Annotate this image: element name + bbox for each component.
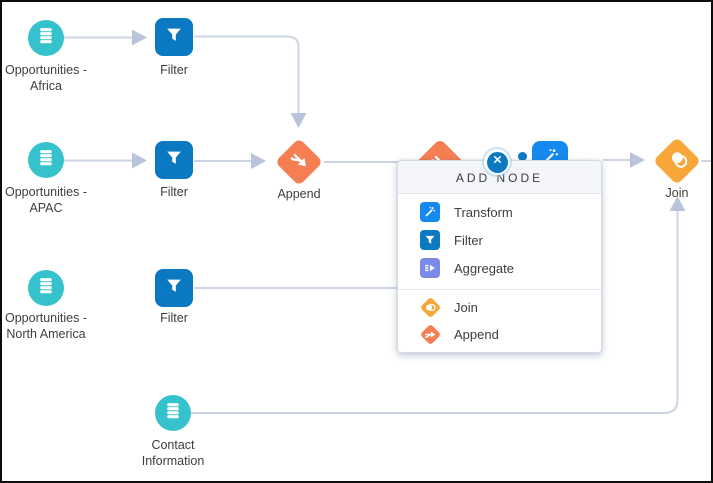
edge-plus-button[interactable] [518,152,527,161]
node-filter-2[interactable] [155,141,193,179]
aggregate-icon [420,258,440,278]
dataset-icon [36,148,56,173]
node-label-opportunities-apac: Opportunities -APAC [5,185,87,215]
menu-item-label: Append [454,326,499,342]
menu-item-append[interactable]: Append [398,322,601,346]
node-opportunities-north-america[interactable] [28,270,64,306]
menu-item-aggregate[interactable]: Aggregate [398,256,601,280]
append-icon [282,145,317,180]
node-label-append: Append [277,187,321,201]
node-label-join: Join [665,186,689,200]
node-label-filter-2: Filter [160,185,188,199]
close-button[interactable] [482,147,512,177]
node-filter-3[interactable] [155,269,193,307]
node-append[interactable] [274,137,324,187]
menu-item-label: Filter [454,232,483,248]
filter-icon [420,230,440,250]
node-filter-1[interactable] [155,18,193,56]
menu-item-label: Join [454,299,478,315]
join-icon [419,296,441,318]
dataset-icon [163,401,183,426]
node-contact-information[interactable] [155,395,191,431]
dataset-icon [36,276,56,301]
menu-item-label: Aggregate [454,260,514,276]
node-label-opportunities-africa: Opportunities -Africa [5,63,87,93]
transform-icon [420,202,440,222]
add-node-popup: ADD NODE Transform Filter Aggregate Join [397,147,602,353]
node-opportunities-apac[interactable] [28,142,64,178]
filter-icon [163,24,185,51]
node-label-filter-3: Filter [160,311,188,325]
menu-item-label: Transform [454,204,513,220]
join-icon [659,143,695,179]
close-icon [491,153,504,171]
filter-icon [163,275,185,302]
node-join[interactable] [652,136,702,186]
menu-item-join[interactable]: Join [398,295,601,319]
menu-item-transform[interactable]: Transform [398,200,601,224]
dataset-icon [36,26,56,51]
popup-title: ADD NODE [455,171,544,185]
append-icon [419,323,441,345]
node-label-opportunities-north-america: Opportunities -North America [5,311,87,341]
node-opportunities-africa[interactable] [28,20,64,56]
menu-divider [398,289,601,290]
menu-item-filter[interactable]: Filter [398,228,601,252]
filter-icon [163,147,185,174]
node-label-filter-1: Filter [160,63,188,77]
